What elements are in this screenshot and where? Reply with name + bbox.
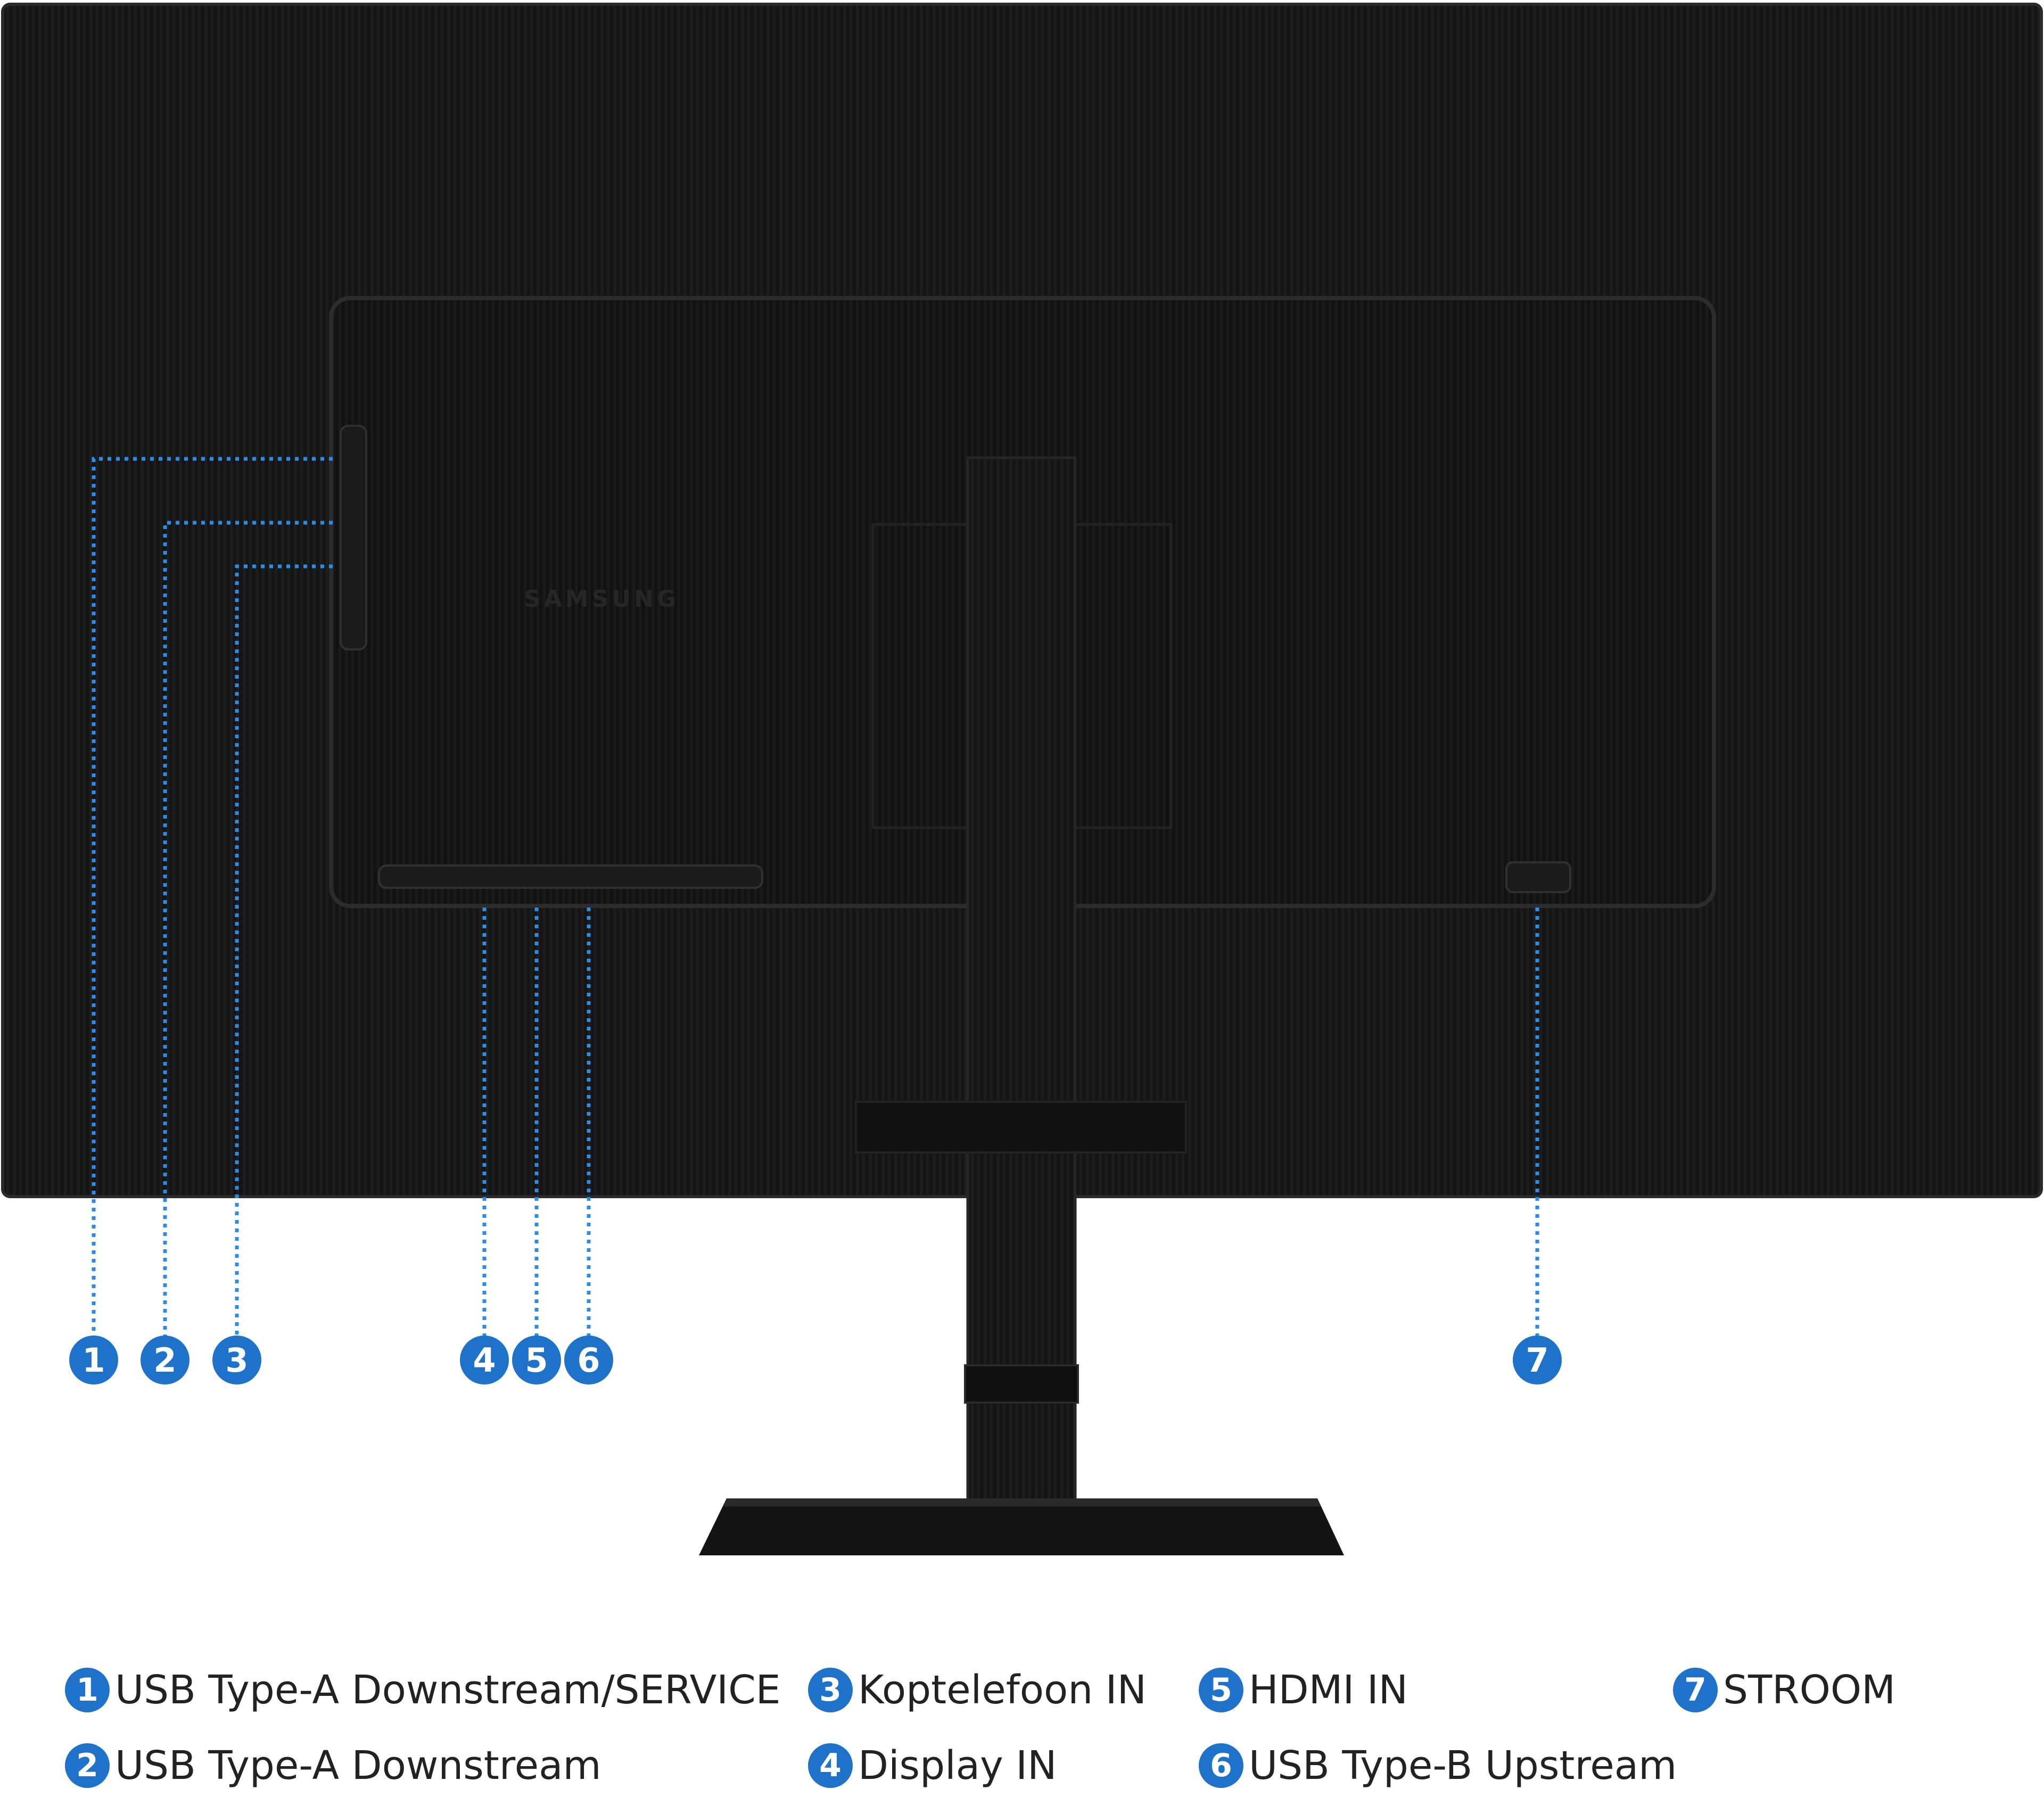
leader-line-3 <box>235 564 333 1341</box>
legend-number-badge: 6 <box>1199 1743 1243 1788</box>
legend-item-5: 5 HDMI IN <box>1199 1661 1408 1719</box>
legend-label: USB Type-B Upstream <box>1249 1743 1677 1788</box>
callout-circle <box>212 1336 261 1384</box>
callout-circle <box>69 1336 118 1384</box>
callout-circle <box>460 1336 509 1384</box>
callout-6: 6 <box>564 1336 613 1384</box>
legend-label: Display IN <box>858 1743 1057 1788</box>
stand-base-top <box>723 1498 1321 1506</box>
legend-item-4: 4 Display IN <box>808 1736 1057 1795</box>
stand-neck <box>966 456 1077 1535</box>
callout-number: 7 <box>1526 1341 1548 1380</box>
callout-number: 6 <box>577 1341 600 1380</box>
bottom-port-strip <box>378 864 763 889</box>
stand-clip <box>964 1364 1079 1404</box>
callout-4: 4 <box>460 1336 509 1384</box>
stand-lower-block <box>855 1101 1187 1153</box>
power-port <box>1505 861 1571 893</box>
stand-base <box>699 1498 1344 1555</box>
legend-label: USB Type-A Downstream/SERVICE <box>115 1667 781 1713</box>
callout-circle <box>1513 1336 1562 1384</box>
legend-item-3: 3 Koptelefoon IN <box>808 1661 1147 1719</box>
legend-number-badge: 1 <box>65 1668 110 1712</box>
callout-circle <box>564 1336 613 1384</box>
leader-lines <box>92 457 1539 1341</box>
leader-line-1 <box>92 457 333 1341</box>
brand-logo: SAMSUNG <box>524 586 679 613</box>
legend-label: Koptelefoon IN <box>858 1667 1147 1713</box>
callout-3: 3 <box>212 1336 261 1384</box>
callout-7: 7 <box>1513 1336 1562 1384</box>
callout-5: 5 <box>512 1336 561 1384</box>
legend-item-1: 1 USB Type-A Downstream/SERVICE <box>65 1661 781 1719</box>
legend-number-badge: 5 <box>1199 1668 1243 1712</box>
legend-number-badge: 2 <box>65 1743 110 1788</box>
legend-number-badge: 4 <box>808 1743 853 1788</box>
callout-number: 3 <box>225 1341 248 1380</box>
legend-label: STROOM <box>1723 1667 1895 1713</box>
callout-number: 1 <box>82 1341 105 1380</box>
legend-number-badge: 3 <box>808 1668 853 1712</box>
legend-label: HDMI IN <box>1249 1667 1408 1713</box>
callout-2: 2 <box>141 1336 189 1384</box>
legend-item-7: 7 STROOM <box>1673 1661 1895 1719</box>
legend-item-2: 2 USB Type-A Downstream <box>65 1736 601 1795</box>
callout-1: 1 <box>69 1336 118 1384</box>
callout-number: 4 <box>473 1341 496 1380</box>
callout-number: 5 <box>525 1341 548 1380</box>
legend-number-badge: 7 <box>1673 1668 1718 1712</box>
side-port-strip <box>340 425 367 650</box>
callout-circle <box>141 1336 189 1384</box>
callout-circle <box>512 1336 561 1384</box>
legend-item-6: 6 USB Type-B Upstream <box>1199 1736 1677 1795</box>
legend-label: USB Type-A Downstream <box>115 1743 601 1788</box>
callout-number: 2 <box>153 1341 176 1380</box>
